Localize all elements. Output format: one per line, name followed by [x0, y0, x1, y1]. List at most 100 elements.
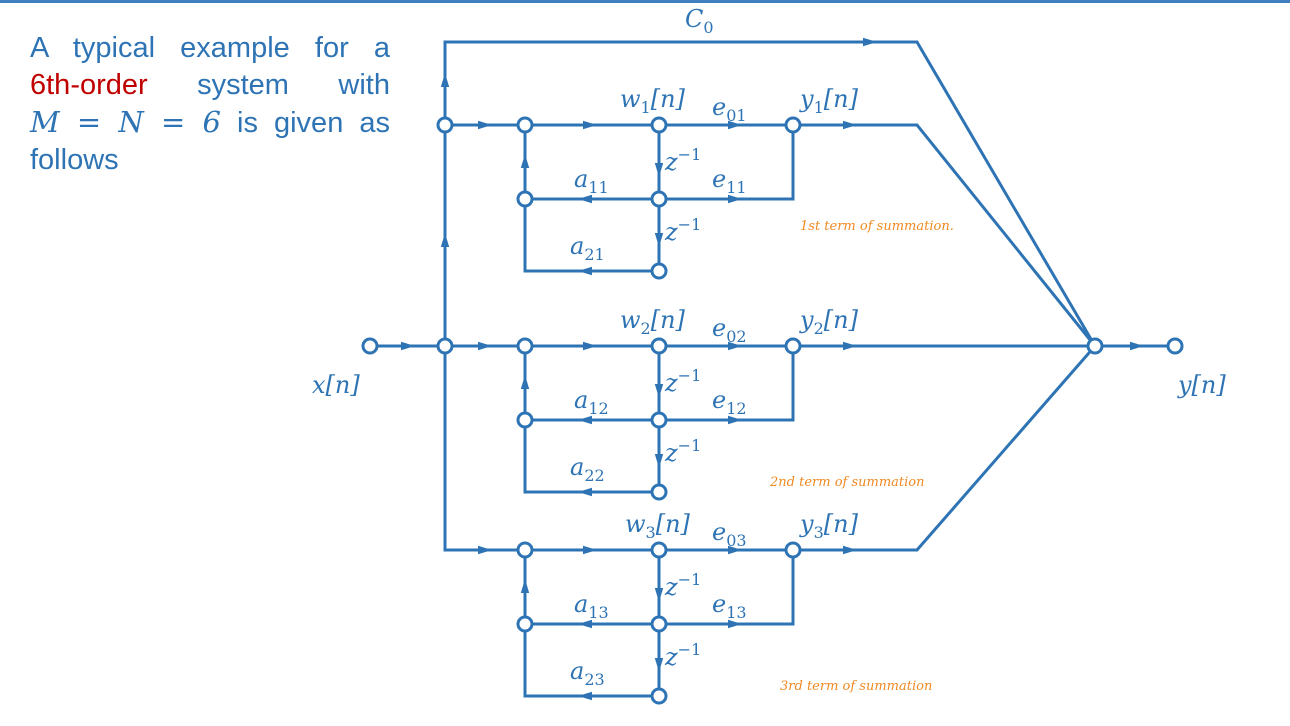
forward-arrow-b-2 [728, 341, 742, 351]
forward-arrow-a-3 [583, 545, 597, 555]
branch-arrow-2 [478, 341, 492, 351]
input-label: x[n] [312, 371, 360, 399]
e1-label-1: e11 [712, 165, 747, 197]
intro-line-3: M = N = 6 is given as [30, 104, 390, 142]
order-equation: M = N = 6 [30, 105, 221, 139]
feedback-arrow-up-2 [520, 375, 530, 389]
node-delay2-2 [650, 483, 668, 501]
section-output-arrow-2 [843, 341, 857, 351]
trunk-node-main [436, 337, 454, 355]
node-delay1-1 [650, 190, 668, 208]
node-w-1 [650, 116, 668, 134]
section-note-2: 2nd term of summation [769, 475, 925, 490]
intro-text: A typical example for a 6th-order system… [30, 30, 390, 179]
output-node [1166, 337, 1184, 355]
arrows [401, 37, 1144, 701]
trunk-arrow-up-top [440, 73, 450, 87]
delay-arrow-1-2 [654, 384, 664, 398]
feedback-arrow-up-1 [520, 154, 530, 168]
feedback-arrow-2-2 [578, 487, 592, 497]
feedback-arrow-2-3 [578, 691, 592, 701]
e0-label-1: e01 [712, 93, 747, 125]
nodes [361, 116, 1184, 705]
a2-label-1: a21 [570, 232, 605, 264]
node-delay1-2 [650, 411, 668, 429]
z-inv-label-2-2: z−1 [664, 436, 701, 467]
output-arrow [1130, 341, 1144, 351]
forward-arrow-a-1 [583, 120, 597, 130]
intro-line-2: 6th-order system with [30, 67, 390, 104]
z-inv-label-2-1: z−1 [664, 215, 701, 246]
delay-arrow-2-1 [654, 233, 664, 247]
node-delay2-3 [650, 687, 668, 705]
delay-arrow-1-1 [654, 163, 664, 177]
node-a1-2 [516, 411, 534, 429]
feedback-wire-2-2 [523, 346, 659, 494]
node-adder-1 [516, 116, 534, 134]
y-label-1: y1[n] [799, 85, 859, 117]
node-adder-3 [516, 541, 534, 559]
node-y-1 [784, 116, 802, 134]
e0-label-2: e02 [712, 314, 747, 346]
y-label-3: y3[n] [799, 510, 859, 542]
node-w-2 [650, 337, 668, 355]
output-label: y[n] [1177, 371, 1226, 399]
z-inv-label-2-3: z−1 [664, 640, 701, 671]
trunk-lower [443, 346, 525, 552]
feedback-arrow-1-3 [578, 619, 592, 629]
feedforward-wire-2 [659, 346, 795, 422]
node-delay2-1 [650, 262, 668, 280]
node-y-3 [784, 541, 802, 559]
z-inv-label-1-3: z−1 [664, 570, 701, 601]
e1-label-2: e12 [712, 386, 747, 418]
node-adder-2 [516, 337, 534, 355]
delay-arrow-1-3 [654, 588, 664, 602]
forward-arrow-b-3 [728, 545, 742, 555]
order-highlight: 6th-order [30, 69, 148, 101]
a2-label-3: a23 [570, 657, 605, 689]
section-output-3 [793, 345, 1097, 552]
section-note-3: 3rd term of summation [780, 679, 932, 694]
section-note-1: 1st term of summation. [800, 219, 954, 234]
sum-node [1086, 337, 1104, 355]
input-node [361, 337, 379, 355]
c0-path [443, 40, 1097, 347]
node-delay1-3 [650, 615, 668, 633]
intro-line-3-rest: is given as [237, 107, 390, 139]
feedforward-wire-1 [659, 125, 795, 201]
forward-arrow-b-1 [728, 120, 742, 130]
delay-arrow-2-3 [654, 658, 664, 672]
feedback-arrow-1-2 [578, 415, 592, 425]
trunk-arrow-up [440, 233, 450, 247]
feedback-arrow-1-1 [578, 194, 592, 204]
wires [370, 40, 1175, 698]
node-y-2 [784, 337, 802, 355]
intro-line-1: A typical example for a [30, 30, 390, 67]
z-inv-label-1-2: z−1 [664, 366, 701, 397]
feedback-arrow-up-3 [520, 579, 530, 593]
e1-label-3: e13 [712, 590, 747, 622]
z-inv-label-1-1: z−1 [664, 145, 701, 176]
feedback-wire-2-1 [523, 125, 659, 273]
w-label-2: w2[n] [620, 306, 686, 338]
labels: C0 x[n] y[n] [312, 5, 1226, 399]
w-label-1: w1[n] [620, 85, 686, 117]
forward-arrow-a-2 [583, 341, 597, 351]
e0-label-3: e03 [712, 518, 747, 550]
a1-label-2: a12 [574, 386, 609, 418]
feedforward-wire-3 [659, 550, 795, 626]
feedforward-arrow-2 [728, 415, 742, 425]
top-accent-bar [0, 0, 1290, 3]
a1-label-3: a13 [574, 590, 609, 622]
a2-label-2: a22 [570, 453, 605, 485]
feedback-wire-2-3 [523, 550, 659, 698]
input-arrow [401, 341, 415, 351]
section-output-1 [793, 123, 1097, 347]
node-a1-3 [516, 615, 534, 633]
delay-arrow-2-2 [654, 454, 664, 468]
intro-line-2-rest: system with [197, 69, 390, 101]
c0-label: C0 [685, 5, 714, 37]
w-label-3: w3[n] [625, 510, 691, 542]
